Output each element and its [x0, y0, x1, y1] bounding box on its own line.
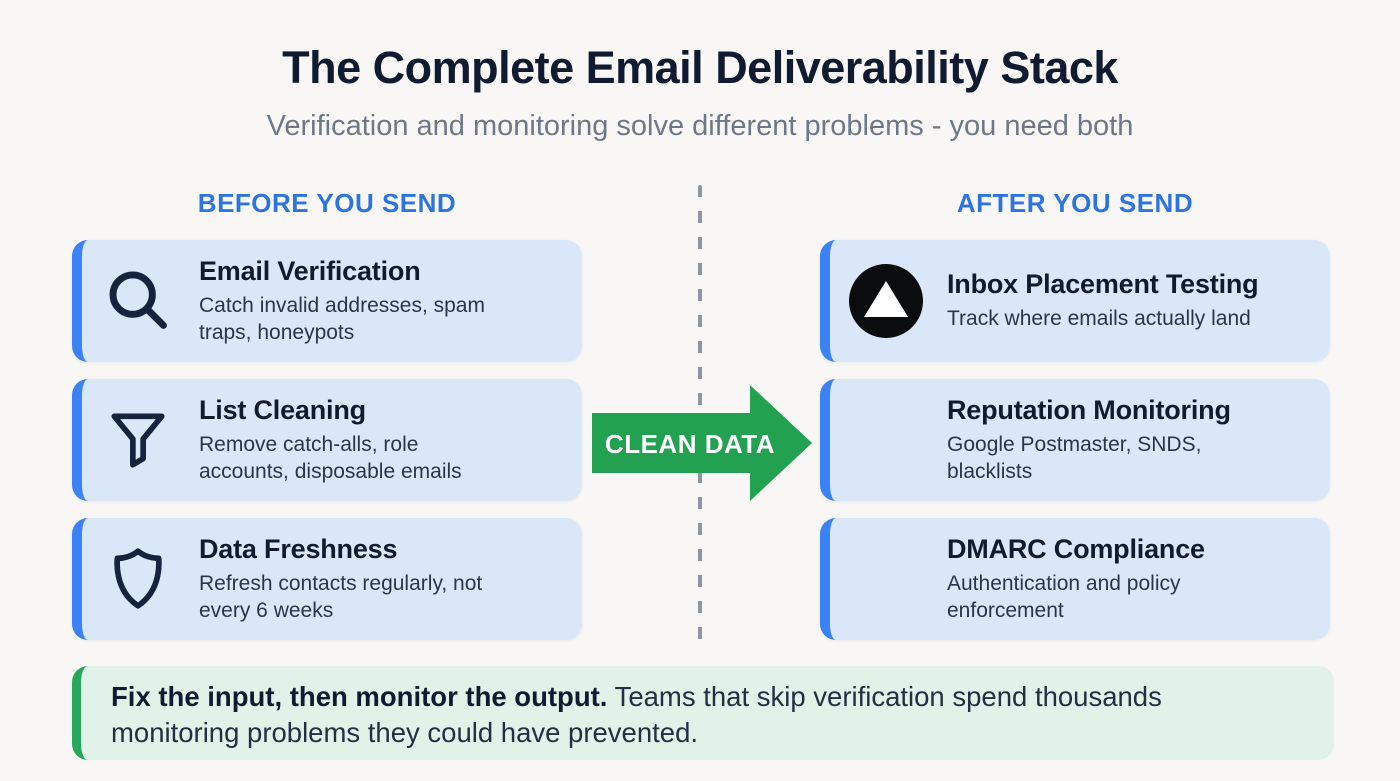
- card-description: Remove catch-alls, role accounts, dispos…: [199, 432, 462, 483]
- card-body: Email Verification Catch invalid address…: [199, 256, 499, 347]
- card-title: Data Freshness: [199, 533, 398, 564]
- footer-text: Teams that skip verification spend thous…: [111, 681, 1162, 749]
- card-reputation-monitoring: Reputation Monitoring Google Postmaster,…: [820, 379, 1330, 501]
- clean-data-arrow-label: CLEAN DATA: [604, 428, 776, 459]
- inbox-placement-icon: [848, 263, 924, 339]
- card-body: Data Freshness Refresh contacts regularl…: [199, 534, 496, 625]
- card-description: Refresh contacts regularly, not every 6 …: [199, 571, 483, 622]
- card-email-verification: Email Verification Catch invalid address…: [72, 240, 582, 362]
- card-title: Reputation Monitoring: [947, 394, 1231, 425]
- card-body: Inbox Placement Testing Track where emai…: [947, 269, 1272, 332]
- footer-callout: Fix the input, then monitor the output. …: [72, 666, 1334, 760]
- card-title: Inbox Placement Testing: [947, 269, 1259, 300]
- funnel-icon: [100, 402, 176, 478]
- card-description: Catch invalid addresses, spam traps, hon…: [199, 293, 485, 344]
- card-body: DMARC Compliance Authentication and poli…: [947, 534, 1219, 625]
- card-data-freshness: Data Freshness Refresh contacts regularl…: [72, 518, 582, 640]
- card-inbox-placement-testing: Inbox Placement Testing Track where emai…: [820, 240, 1330, 362]
- card-body: List Cleaning Remove catch-alls, role ac…: [199, 395, 476, 486]
- card-title: List Cleaning: [199, 394, 366, 425]
- card-description: Google Postmaster, SNDS, blacklists: [947, 432, 1202, 483]
- column-header-after-you-send: AFTER YOU SEND: [956, 188, 1194, 218]
- card-title: DMARC Compliance: [947, 533, 1205, 564]
- footer-highlight: Fix the input, then monitor the output.: [111, 681, 608, 712]
- shield-icon: [100, 541, 176, 617]
- card-description: Track where emails actually land: [947, 307, 1251, 331]
- card-description: Authentication and policy enforcement: [947, 571, 1181, 622]
- clean-data-arrow: [592, 385, 812, 501]
- card-title: Email Verification: [199, 255, 421, 286]
- page-subtitle: Verification and monitoring solve differ…: [266, 110, 1134, 142]
- column-header-before-you-send: BEFORE YOU SEND: [197, 188, 457, 218]
- page-title: The Complete Email Deliverability Stack: [282, 42, 1118, 93]
- card-dmarc-compliance: DMARC Compliance Authentication and poli…: [820, 518, 1330, 640]
- card-body: Reputation Monitoring Google Postmaster,…: [947, 395, 1245, 486]
- card-list-cleaning: List Cleaning Remove catch-alls, role ac…: [72, 379, 582, 501]
- search-icon: [100, 263, 176, 339]
